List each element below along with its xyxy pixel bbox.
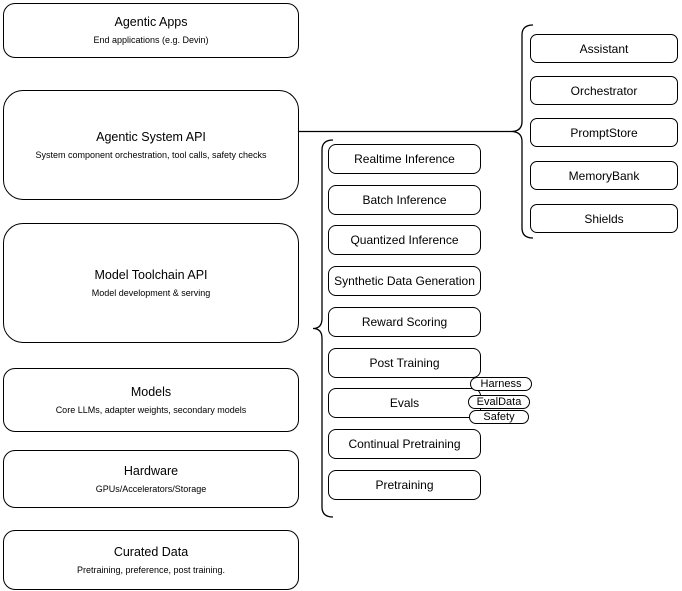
toolchain-item-label: Realtime Inference — [354, 152, 455, 166]
toolchain-item-label: Synthetic Data Generation — [334, 274, 475, 288]
toolchain-item-continual-pretraining: Continual Pretraining — [328, 429, 481, 459]
toolchain-item-label: Continual Pretraining — [348, 437, 461, 451]
toolchain-item-reward-scoring: Reward Scoring — [328, 307, 481, 337]
toolchain-item-synthetic-data-generation: Synthetic Data Generation — [328, 266, 481, 296]
node-models-subtitle: Core LLMs, adapter weights, secondary mo… — [55, 404, 247, 415]
node-model-toolchain-api-subtitle: Model development & serving — [91, 287, 211, 298]
toolchain-item-post-training: Post Training — [328, 348, 481, 378]
components-brace — [510, 24, 534, 239]
toolchain-item-label: Reward Scoring — [361, 315, 448, 329]
toolchain-item-label: Post Training — [369, 356, 440, 370]
component-item-assistant: Assistant — [530, 34, 678, 63]
toolchain-item-quantized-inference: Quantized Inference — [328, 225, 481, 255]
node-curated-data: Curated Data Pretraining, preference, po… — [3, 530, 299, 590]
node-models-title: Models — [130, 384, 172, 399]
component-item-label: PromptStore — [570, 125, 638, 140]
toolchain-item-evals: Evals — [328, 388, 481, 418]
toolchain-item-realtime-inference: Realtime Inference — [328, 144, 481, 174]
node-agentic-apps-title: Agentic Apps — [114, 15, 188, 29]
node-hardware-title: Hardware — [123, 463, 179, 478]
toolchain-item-pretraining: Pretraining — [328, 470, 481, 500]
toolchain-item-label: Quantized Inference — [350, 233, 459, 247]
node-agentic-system-api-title: Agentic System API — [96, 129, 206, 144]
component-item-label: Orchestrator — [570, 83, 638, 98]
eval-tag-evaldata: EvalData — [468, 395, 530, 409]
node-agentic-apps-subtitle: End applications (e.g. Devin) — [93, 35, 209, 45]
component-item-label: Assistant — [579, 41, 629, 56]
node-curated-data-title: Curated Data — [113, 544, 189, 559]
eval-tag-safety: Safety — [469, 410, 529, 424]
node-agentic-system-api-subtitle: System component orchestration, tool cal… — [35, 149, 267, 160]
eval-tag-label: Harness — [480, 378, 522, 390]
component-item-label: Shields — [584, 211, 624, 226]
component-item-label: MemoryBank — [568, 168, 640, 183]
eval-tag-harness: Harness — [470, 377, 532, 391]
component-item-promptstore: PromptStore — [530, 118, 678, 147]
component-item-memorybank: MemoryBank — [530, 161, 678, 190]
node-curated-data-subtitle: Pretraining, preference, post training. — [76, 564, 226, 575]
eval-tag-label: Safety — [483, 411, 515, 423]
toolchain-item-label: Batch Inference — [362, 193, 447, 207]
component-item-orchestrator: Orchestrator — [530, 76, 678, 105]
component-item-shields: Shields — [530, 204, 678, 233]
toolchain-brace — [312, 139, 334, 518]
node-models: Models Core LLMs, adapter weights, secon… — [3, 368, 299, 432]
node-hardware-subtitle: GPUs/Accelerators/Storage — [95, 483, 207, 494]
node-hardware: Hardware GPUs/Accelerators/Storage — [3, 450, 299, 508]
node-model-toolchain-api-title: Model Toolchain API — [94, 267, 208, 282]
node-model-toolchain-api: Model Toolchain API Model development & … — [3, 223, 299, 343]
toolchain-item-label: Evals — [389, 396, 420, 410]
toolchain-item-label: Pretraining — [375, 478, 434, 492]
node-agentic-system-api: Agentic System API System component orch… — [3, 90, 299, 200]
eval-tag-label: EvalData — [476, 396, 522, 408]
toolchain-item-batch-inference: Batch Inference — [328, 185, 481, 215]
node-agentic-apps: Agentic Apps End applications (e.g. Devi… — [3, 3, 299, 58]
